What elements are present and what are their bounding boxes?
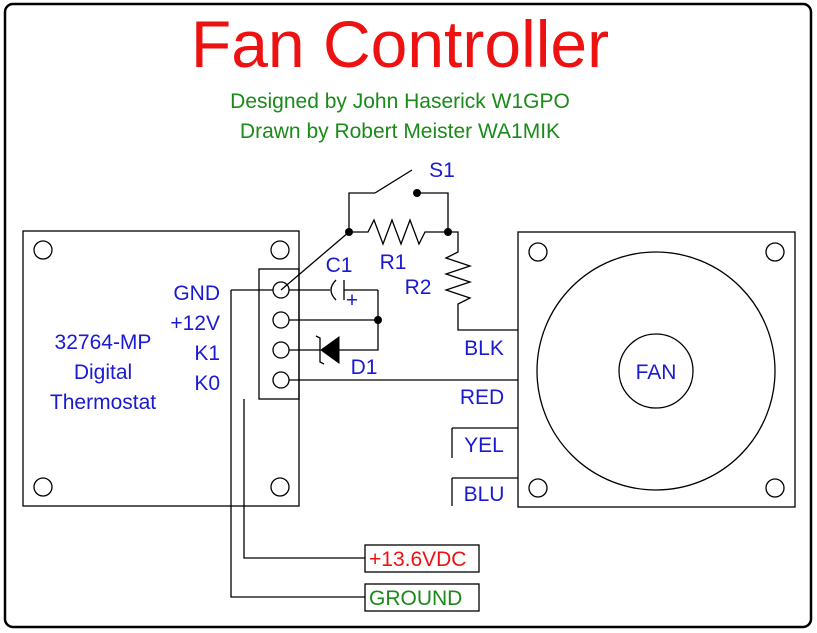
positive-supply-label: +13.6VDC [369, 548, 466, 571]
wire-gnd-to-r1 [280, 231, 350, 291]
fan-mount-hole [765, 478, 785, 498]
thermostat-board: 32764-MP Digital Thermostat GND +12V K1 … [22, 230, 300, 507]
switch-right-rail [417, 192, 449, 232]
thermostat-label-model: 32764-MP [55, 331, 152, 354]
switch-s1-blade [374, 169, 413, 194]
positive-supply-box [364, 544, 480, 573]
wire-ground-supply [230, 290, 365, 598]
outer-border [3, 2, 813, 629]
fan-mount-hole [528, 478, 548, 498]
capacitor-label-c1: C1 [326, 254, 353, 277]
terminal-k0 [272, 371, 290, 389]
fan-wire-label-blk: BLK [464, 337, 504, 360]
fan-mount-hole [765, 242, 785, 262]
wire-d1-anode [339, 320, 379, 351]
resistor-label-r1: R1 [380, 251, 407, 274]
fan-hub [618, 333, 694, 409]
capacitor-c1: C1 + [289, 254, 379, 320]
drafter-credit: Drawn by Robert Meister WA1MIK [240, 120, 560, 143]
diode-label-d1: D1 [351, 356, 378, 379]
fan-wire-label-blu: BLU [464, 483, 505, 506]
designer-credit: Designed by John Haserick W1GPO [230, 90, 570, 113]
ground-supply-box [364, 583, 480, 612]
mount-hole [33, 240, 53, 260]
mount-hole [270, 240, 290, 260]
mount-hole [270, 477, 290, 497]
diode-d1: D1 [289, 316, 382, 379]
resistor-label-r2: R2 [405, 276, 432, 299]
terminal-strip [258, 268, 300, 400]
terminal-k1 [272, 341, 290, 359]
pin-label-k1: K1 [194, 342, 220, 365]
fan-wire-label-yel: YEL [464, 434, 504, 457]
capacitor-curved-plate [330, 279, 337, 301]
switch-label-s1: S1 [429, 159, 455, 182]
resistor-r2 [443, 231, 518, 331]
fan-wire-label-red: RED [460, 386, 504, 409]
power-leads: +13.6VDC GROUND [230, 289, 480, 612]
switch-s1-contact [413, 189, 421, 197]
page-title: Fan Controller [191, 7, 609, 81]
switch-left-rail [348, 192, 375, 232]
thermostat-label-type: Digital [74, 361, 132, 384]
pin-label-12v: +12V [170, 312, 220, 335]
terminal-12v [272, 311, 290, 329]
capacitor-polarity: + [346, 289, 358, 312]
fan-frame [517, 231, 796, 508]
wire-positive-supply [243, 399, 365, 559]
switch-resistor-network: S1 R1 R2 [280, 159, 518, 331]
fan-mount-hole [528, 242, 548, 262]
thermostat-label-name: Thermostat [50, 391, 156, 414]
fan-assembly: FAN BLK RED YEL BLU [451, 231, 796, 508]
fan-blade-circle [536, 251, 776, 491]
mount-hole [33, 477, 53, 497]
pin-label-k0: K0 [194, 372, 220, 395]
resistor-r1 [349, 218, 448, 246]
fan-label: FAN [636, 361, 677, 384]
thermostat-outline [22, 230, 300, 507]
ground-supply-label: GROUND [369, 587, 462, 610]
pin-label-gnd: GND [173, 282, 220, 305]
diode-triangle [320, 336, 340, 364]
